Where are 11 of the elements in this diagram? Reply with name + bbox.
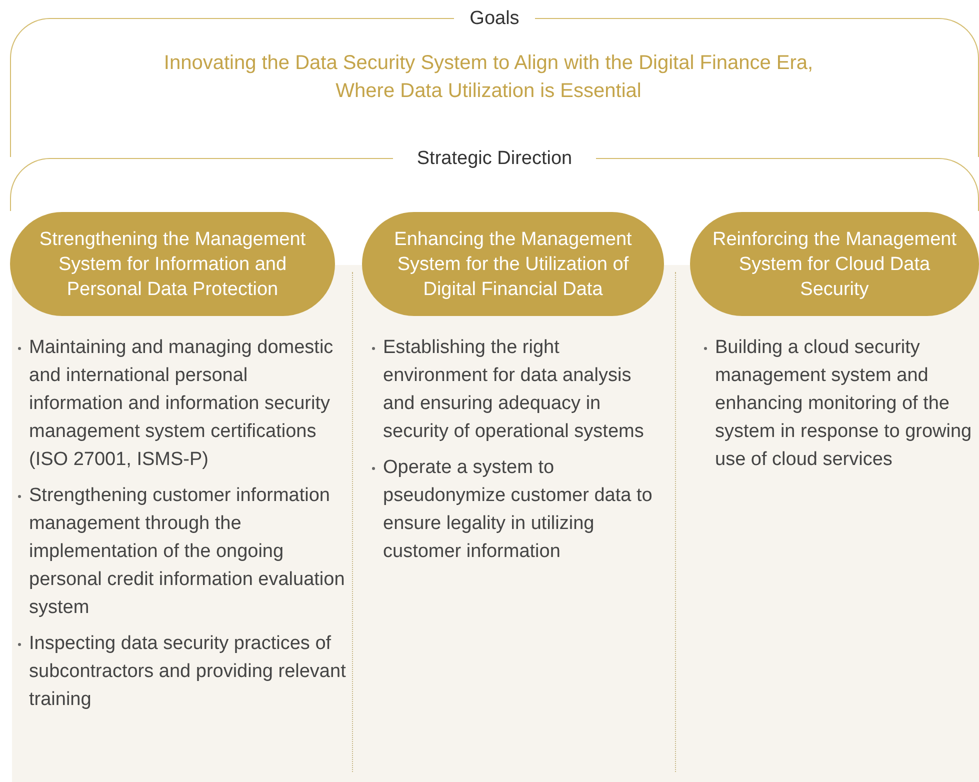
bullet-text: Operate a system to pseudonymize customer data to ensure legality in utilizing customer information xyxy=(383,456,654,564)
bullet-text: Building a cloud security management system and enhancing monitoring of the system in response to growing use of cloud services xyxy=(715,336,973,472)
bullet-text: Maintaining and managing domestic and international personal information and information security management system certifications (ISO 27001, ISMS-P) xyxy=(29,336,334,472)
section-heading: Strategic Direction xyxy=(392,147,596,171)
bullet-text: Establishing the right environment for data analysis and ensuring adequacy in security of operational systems xyxy=(383,336,645,444)
direction-pill: Strengthening the Management System for Information and Personal Data Protection xyxy=(10,212,335,316)
goal-statement: Innovating the Data Security System to Align with the Digital Finance Era, Where Data Utilization is Essential xyxy=(162,51,814,104)
bullet-text: Strengthening customer information management through the implementation of the ongoing personal credit information evaluation system xyxy=(29,484,346,620)
direction-pill: Reinforcing the Management System for Cloud Data Security xyxy=(690,212,979,316)
bullet-text: Inspecting data security practices of subcontractors and providing relevant training xyxy=(29,632,346,712)
direction-pill: Enhancing the Management System for the Utilization of Digital Financial Data xyxy=(362,212,664,316)
